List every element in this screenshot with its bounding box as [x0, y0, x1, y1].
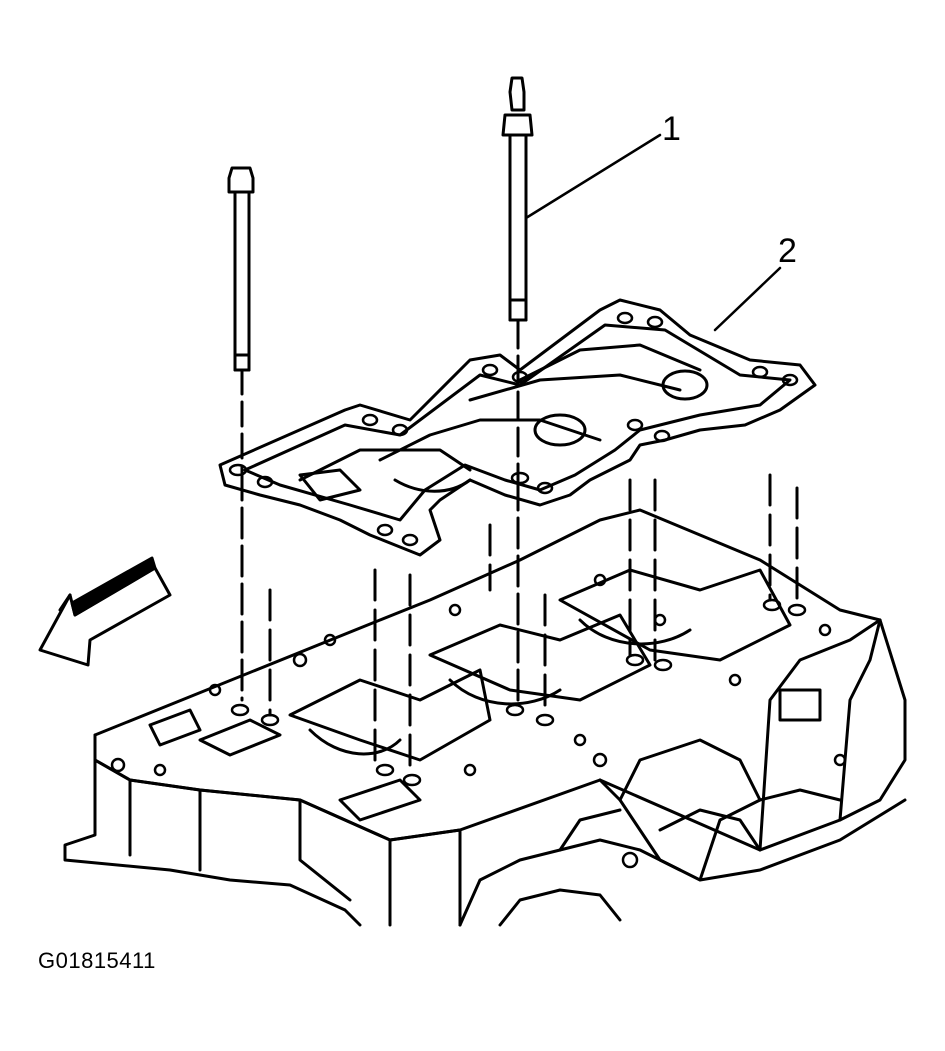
stud-left	[227, 166, 255, 702]
stud-right	[501, 76, 534, 707]
plate-oil-hole-2	[661, 369, 709, 401]
leader-1	[524, 133, 662, 220]
cylinder-bore-2	[428, 613, 652, 702]
block-right-side	[598, 778, 907, 882]
bolt-holes	[230, 598, 807, 787]
figure-id: G01815411	[38, 948, 156, 973]
front-arrow	[38, 556, 172, 667]
leader-2	[713, 266, 782, 332]
block-front-face	[93, 733, 462, 927]
engine-block	[63, 508, 907, 927]
bedplate-gasket	[218, 298, 817, 557]
plate-oil-hole-1	[533, 413, 587, 447]
plate-bolt-holes	[228, 311, 799, 547]
block-left-face	[63, 758, 362, 927]
cylinder-bore-3	[558, 568, 792, 662]
plate-inner-outline	[243, 323, 792, 522]
alignment-lines	[268, 473, 799, 777]
deck-holes	[110, 573, 847, 869]
stud-bolts	[227, 76, 799, 777]
callout-leaders	[524, 133, 782, 332]
cylinder-bore-1	[288, 668, 492, 762]
callout-2: 2	[778, 232, 797, 270]
callout-1: 1	[662, 110, 681, 148]
